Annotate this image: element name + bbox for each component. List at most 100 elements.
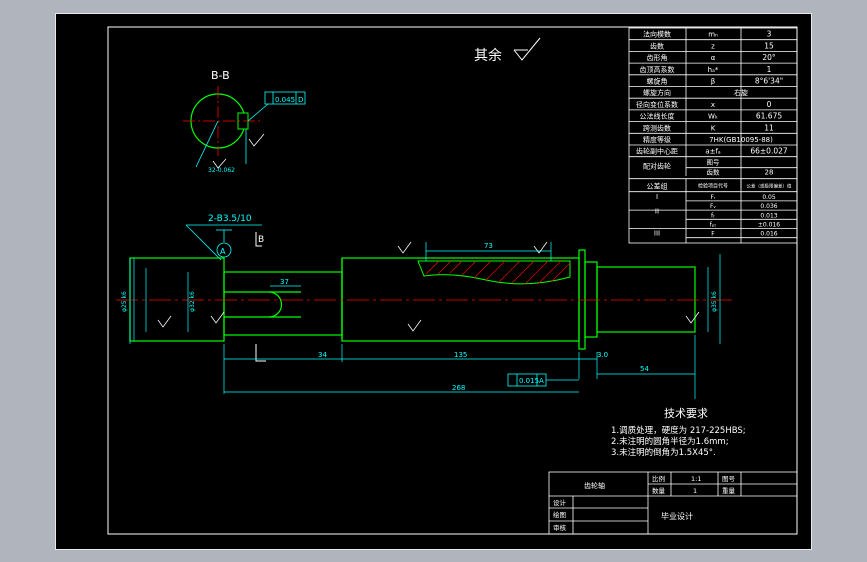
title-drawing: 绘图	[553, 510, 566, 519]
title-block	[548, 471, 798, 535]
gear-param-symbol: x	[711, 101, 715, 109]
gear-param-symbol: Wₖ	[708, 113, 718, 121]
gear-param-name: 螺旋角	[647, 77, 668, 86]
tol-group-value: 0.013	[760, 212, 777, 219]
gear-param-symbol: K	[711, 124, 716, 132]
runout-box	[507, 373, 579, 387]
title-scale-val: 1:1	[691, 475, 701, 483]
tol-group-h2: 公差（或极限偏差）值	[747, 183, 792, 190]
dim-37: 37	[280, 278, 289, 286]
roughness-note-text: 其余	[474, 47, 502, 64]
title-design: 设计	[553, 498, 567, 507]
tol-group-value: 0.036	[760, 203, 777, 210]
tech-req-3: 3.未注明的倒角为1.5X45°.	[611, 447, 716, 458]
tol-group-code: II	[655, 207, 659, 215]
gear-param-name: 法向模数	[643, 30, 671, 39]
gear-param-name: 公法线长度	[640, 112, 675, 121]
gear-param-value: 20°	[762, 53, 776, 62]
dia-left: φ25 k6	[121, 291, 128, 312]
gear-param-value: 3	[767, 30, 772, 39]
tech-req-title: 技术要求	[664, 407, 708, 420]
title-qty-label: 数量	[652, 486, 666, 495]
section-tolerance-ref: D	[298, 96, 303, 104]
shaft-hatch	[417, 260, 571, 285]
gear-param-value: 右旋	[734, 88, 748, 97]
inner-border	[107, 26, 798, 535]
tol-group-symbol: fₚₜ	[710, 222, 717, 229]
title-part: 齿轮轴	[584, 481, 605, 490]
gear-param-name: 齿轮副中心距	[636, 147, 678, 156]
mating-r2: 齿数	[707, 168, 721, 177]
gear-param-symbol: a±fₐ	[705, 148, 721, 156]
title-scale-label: 比例	[652, 474, 665, 483]
centre-hole-label: 2-B3.5/10	[208, 214, 252, 224]
title-qty-val: 1	[693, 487, 697, 495]
mating-r2-val: 28	[765, 169, 774, 177]
gear-param-value: 61.675	[756, 112, 782, 121]
mating-r1: 图号	[707, 159, 721, 167]
gear-param-symbol: hₐ*	[708, 66, 719, 74]
tol-group-symbol: Fᵥ	[710, 203, 716, 210]
section-tolerance-value: 0.045	[275, 96, 295, 104]
tol-group-symbol: fₜ	[711, 212, 715, 219]
gear-param-value: 1	[767, 65, 772, 74]
tol-group-symbol: F	[711, 231, 715, 238]
gear-param-symbol: β	[711, 78, 715, 86]
shaft-outline	[129, 249, 696, 350]
tol-group-code: III	[654, 230, 660, 238]
gear-param-name: 齿顶高系数	[640, 65, 675, 74]
gear-param-name: 跨测齿数	[643, 123, 671, 132]
gear-param-symbol: 7HK(GB10095-88)	[709, 136, 773, 144]
gear-param-name: 精度等级	[643, 135, 671, 144]
cut-marker-b-bottom	[255, 344, 266, 362]
tol-group-title: 公差组	[647, 182, 668, 191]
dimension-lines	[129, 242, 721, 399]
dim-3: 3.0	[597, 351, 608, 359]
mating-label: 配对齿轮	[643, 162, 671, 171]
dim-135: 135	[454, 351, 467, 359]
runout-ref: A	[539, 377, 544, 385]
cut-marker-b-top	[255, 232, 262, 247]
gear-param-name: 齿形角	[647, 53, 668, 62]
gear-param-name: 齿数	[650, 41, 664, 50]
tol-group-symbol: Fᵣ	[710, 194, 715, 201]
gear-param-symbol: α	[711, 54, 716, 62]
tol-group-value: 0.016	[760, 231, 777, 238]
tol-group-h1: 检验项目代号	[698, 183, 728, 190]
section-roughness	[212, 133, 265, 169]
centre-hole-leader	[185, 224, 262, 261]
title-project: 毕业设计	[661, 511, 693, 521]
dim-73: 73	[484, 242, 493, 250]
shaft-roughness	[157, 241, 700, 332]
gear-param-value: 11	[764, 123, 774, 132]
tol-group-value: 0.05	[762, 194, 776, 201]
title-weight-label: 重量	[722, 487, 736, 495]
drawing-canvas: 其余 B-B 0.045 D 32-0.062 2-B3.5/10 A B	[107, 26, 798, 535]
tol-group-code: I	[656, 193, 658, 201]
gear-param-symbol: mₙ	[708, 31, 718, 39]
gear-param-value: 66±0.027	[750, 147, 788, 156]
section-label: B-B	[211, 69, 230, 82]
title-drawing-no-label: 图号	[722, 475, 736, 483]
dim-34: 34	[318, 351, 327, 359]
tech-req-1: 1.调质处理，硬度为 217-225HBS;	[611, 425, 746, 436]
section-tolerance-box	[264, 91, 306, 105]
gear-table	[628, 27, 798, 244]
roughness-symbol	[513, 37, 541, 61]
title-check: 审核	[553, 523, 567, 532]
gear-param-value: 15	[764, 41, 774, 50]
dim-54: 54	[640, 365, 649, 373]
gear-param-symbol: z	[711, 42, 715, 50]
cut-marker-b-text: B	[258, 235, 264, 245]
dia-right: φ35 k6	[711, 291, 718, 312]
section-bb	[183, 86, 269, 168]
dim-total: 268	[452, 384, 465, 392]
gear-param-value: 0	[767, 100, 772, 109]
section-dim: 32-0.062	[208, 167, 235, 174]
gear-param-value: 8°6'34"	[755, 77, 783, 86]
gear-param-name: 径向变位系数	[636, 100, 678, 109]
datum-a-label: A	[220, 247, 226, 256]
drawing-frame: 其余 B-B 0.045 D 32-0.062 2-B3.5/10 A B	[55, 13, 812, 550]
tol-group-value: ±0.016	[758, 222, 780, 229]
